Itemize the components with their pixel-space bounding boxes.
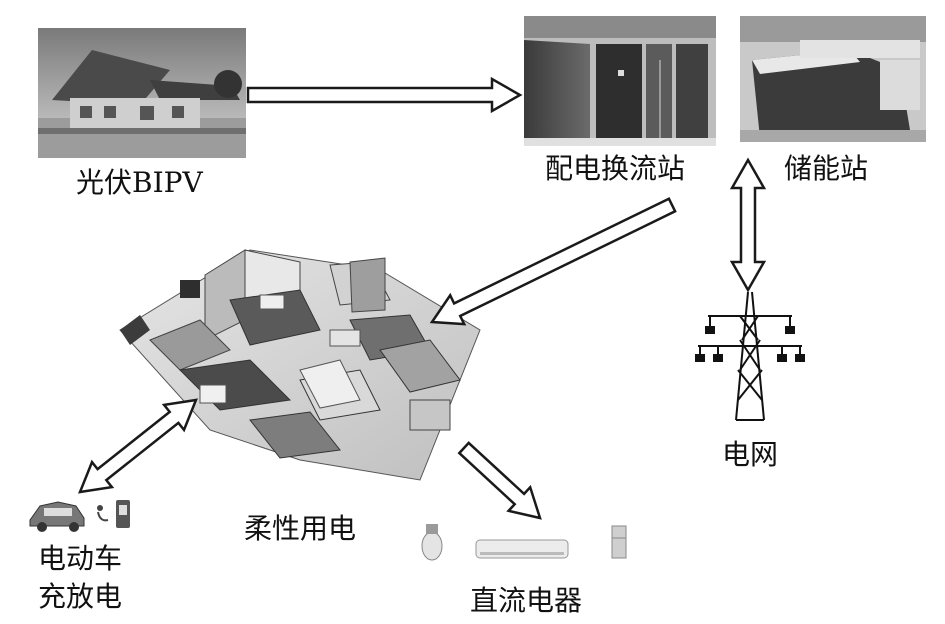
grid-label: 电网 (722, 438, 779, 471)
ev-house-arrow (78, 398, 198, 494)
storage-grid-arrow (729, 157, 767, 293)
house-to-dc-arrow (457, 441, 542, 520)
ev-label-line1: 电动车 (38, 542, 123, 575)
station-to-house-arrow (429, 197, 677, 326)
pv-to-station-arrow (246, 76, 523, 114)
flexible-load-label: 柔性用电 (244, 512, 357, 545)
storage-station-label: 储能站 (784, 152, 869, 185)
air-conditioner-icon (475, 539, 569, 559)
flow-arrows (78, 76, 767, 520)
pv-label: 光伏BIPV (76, 166, 203, 199)
insulator-icons (695, 326, 805, 362)
ev-charger-icon (97, 500, 130, 528)
distribution-station-label: 配电换流站 (545, 152, 686, 185)
refrigerator-icon (611, 525, 627, 559)
distribution-station-photo (524, 16, 716, 146)
ev-label-line2: 充放电 (38, 580, 123, 613)
isometric-house (119, 249, 481, 481)
dc-appliances-label: 直流电器 (470, 584, 583, 617)
pv-house-photo (38, 28, 246, 158)
electric-car-icon (29, 501, 85, 532)
storage-station-photo (740, 16, 926, 142)
light-bulb-icon (421, 524, 443, 561)
